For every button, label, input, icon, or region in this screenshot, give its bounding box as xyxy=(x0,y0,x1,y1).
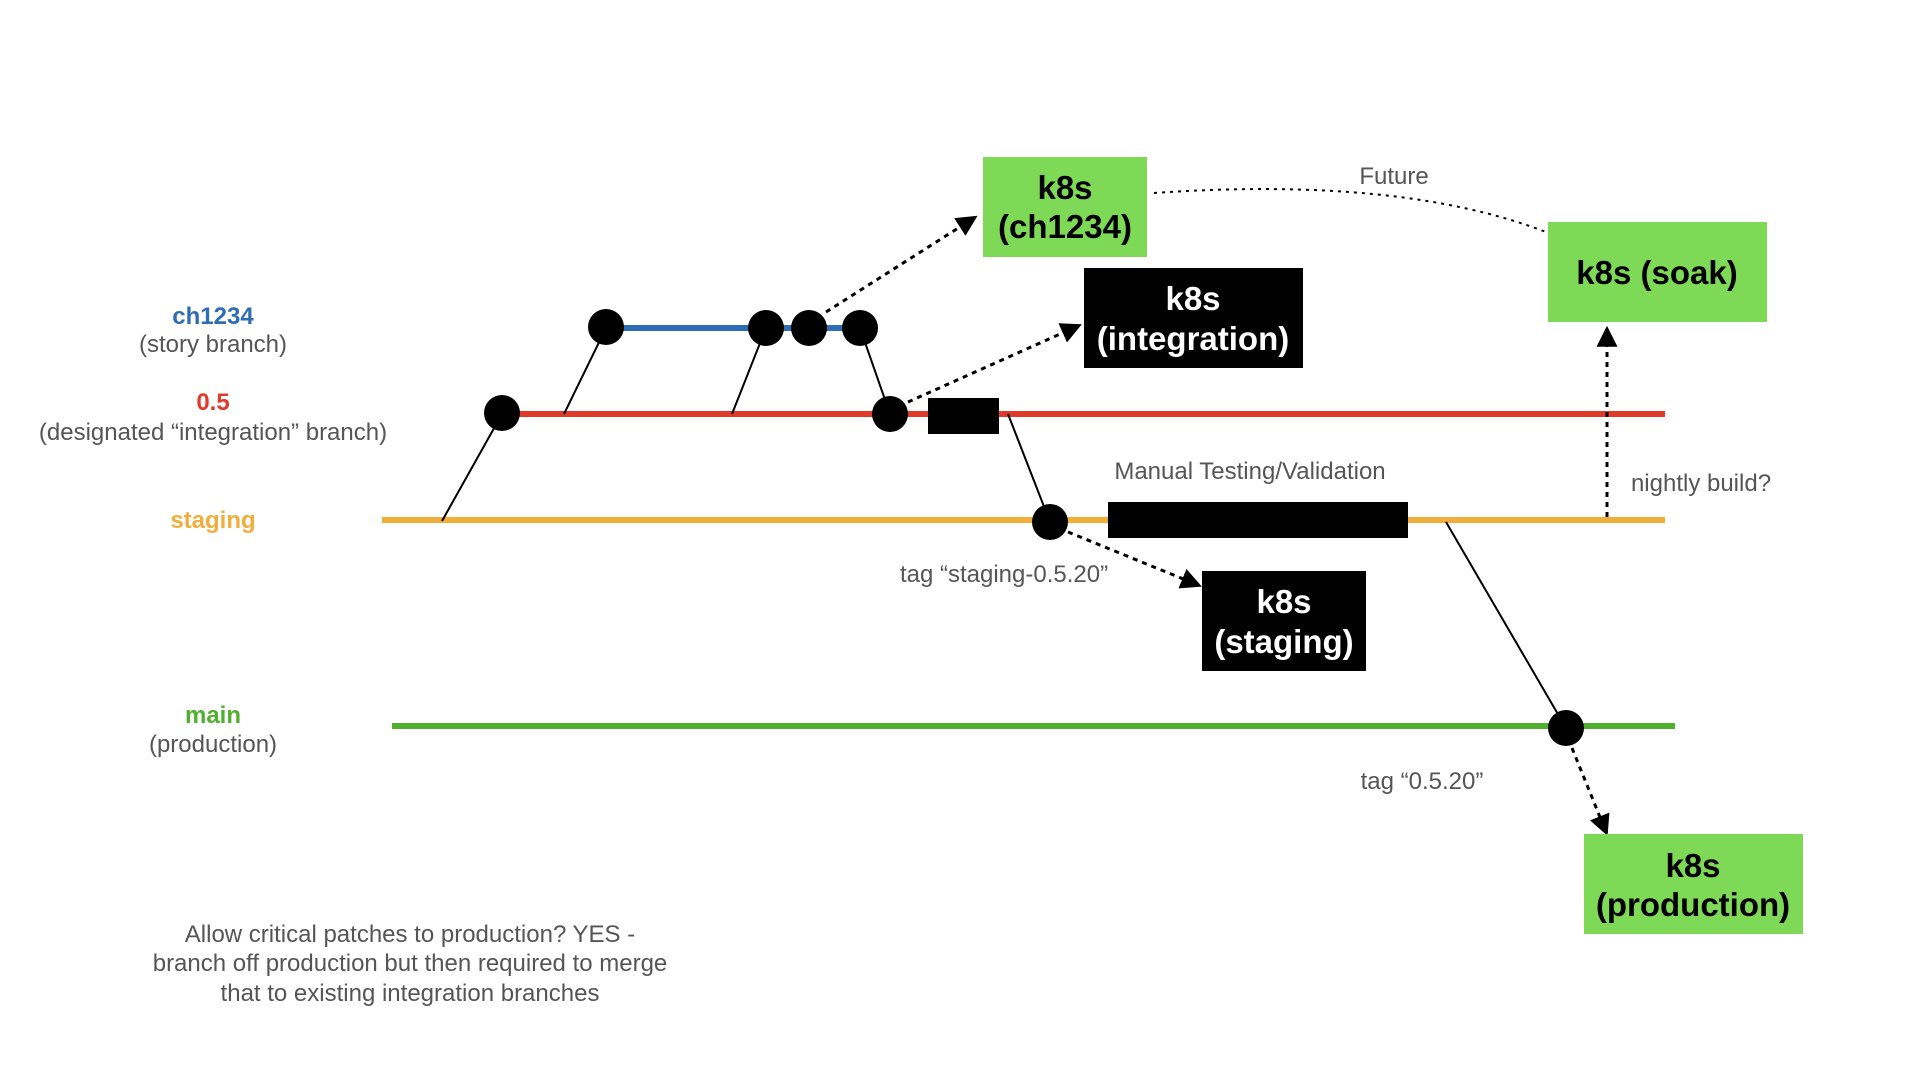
deploy-arrow-staging xyxy=(1067,530,1202,589)
connector-staging-to-0-5 xyxy=(441,413,503,522)
env-box-ch1234 xyxy=(983,157,1147,257)
note-line-2: branch off production but then required … xyxy=(153,950,668,977)
commit-dot xyxy=(1032,504,1068,540)
branch-desc-ch1234: (story branch) xyxy=(139,331,287,358)
env-box-staging-line1: k8s xyxy=(1256,583,1311,620)
label-future: Future xyxy=(1359,163,1428,190)
connector-staging-to-main xyxy=(1445,521,1567,729)
deploy-arrow-integration xyxy=(907,323,1082,404)
branch-label-main: main xyxy=(185,702,241,729)
branch-desc-main: (production) xyxy=(149,731,277,758)
commit-dot xyxy=(748,310,784,346)
env-box-soak-line1: k8s (soak) xyxy=(1576,254,1737,291)
integration-validation-bar xyxy=(928,398,999,434)
deploy-arrow-ch1234 xyxy=(825,215,978,314)
commit-dot xyxy=(588,309,624,345)
commit-dot xyxy=(872,396,908,432)
branch-label-staging: staging xyxy=(170,507,255,534)
label-tag-staging: tag “staging-0.5.20” xyxy=(900,561,1108,588)
env-box-ch1234-line1: k8s xyxy=(1037,169,1092,206)
branch-label-ch1234: ch1234 xyxy=(172,303,254,330)
commit-dot xyxy=(791,310,827,346)
commit-dot xyxy=(1548,710,1584,746)
env-box-soak xyxy=(1548,222,1767,322)
env-box-staging-line2: (staging) xyxy=(1214,623,1353,660)
branch-desc-0-5: (designated “integration” branch) xyxy=(39,419,387,446)
note-line-3: that to existing integration branches xyxy=(221,980,600,1007)
env-box-production-line1: k8s xyxy=(1665,847,1720,884)
staging-validation-bar xyxy=(1108,502,1408,538)
future-curve xyxy=(1153,188,1547,233)
label-nightly-build: nightly build? xyxy=(1631,470,1771,497)
env-box-integration-line2: (integration) xyxy=(1097,320,1289,357)
env-box-production xyxy=(1584,834,1803,934)
connector-0-5-to-staging xyxy=(1007,413,1051,523)
label-manual-testing: Manual Testing/Validation xyxy=(1114,458,1385,485)
env-box-production-line2: (production) xyxy=(1596,886,1790,923)
env-box-staging xyxy=(1202,571,1366,671)
deploy-arrow-production xyxy=(1570,747,1610,836)
env-box-ch1234-line2: (ch1234) xyxy=(998,208,1132,245)
label-tag-release: tag “0.5.20” xyxy=(1361,768,1484,795)
env-box-integration xyxy=(1084,268,1303,368)
env-box-integration-line1: k8s xyxy=(1165,280,1220,317)
commit-dot xyxy=(484,395,520,431)
branch-label-0-5: 0.5 xyxy=(196,389,229,416)
note-line-1: Allow critical patches to production? YE… xyxy=(185,921,635,948)
commit-dot xyxy=(842,310,878,346)
